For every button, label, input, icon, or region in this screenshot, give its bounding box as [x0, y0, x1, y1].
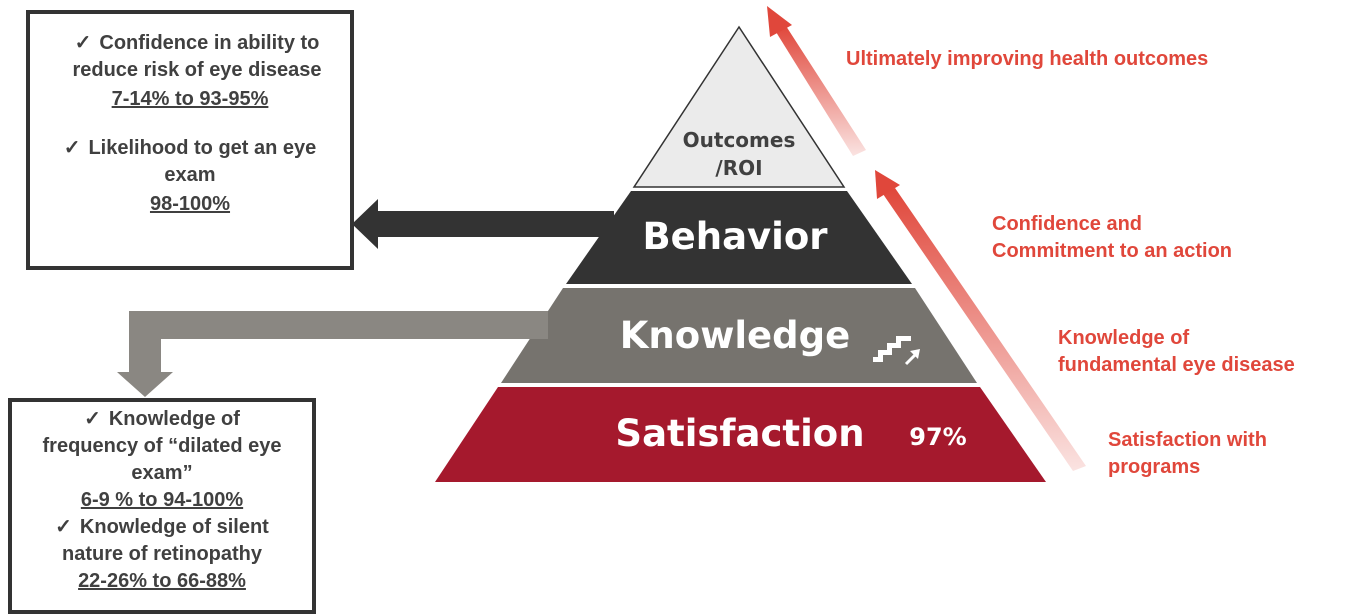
- stairs-icon: [873, 336, 920, 366]
- behavior-item-2-value: 98-100%: [149, 193, 231, 215]
- check-icon: ✓: [55, 516, 72, 538]
- behavior-results-box: ✓Confidence in ability to reduce risk of…: [26, 10, 354, 270]
- behavior-item-2: ✓Likelihood to get an eye exam: [63, 137, 317, 186]
- knowledge-results-box: ✓Knowledge of frequency of “dilated eye …: [8, 398, 316, 614]
- check-icon: ✓: [84, 408, 101, 430]
- satisfaction-label: Satisfaction: [615, 412, 865, 455]
- progress-arrow: [875, 170, 1086, 471]
- knowledge-description: Knowledge of fundamental eye disease: [1058, 327, 1295, 376]
- behavior-label: Behavior: [642, 215, 828, 258]
- check-icon: ✓: [74, 32, 92, 54]
- knowledge-item-2-value: 22-26% to 66-88%: [78, 570, 246, 592]
- knowledge-label: Knowledge: [619, 314, 851, 357]
- pyramid-knowledge-layer: [501, 288, 977, 383]
- knowledge-item-1-value: 6-9 % to 94-100%: [80, 489, 244, 511]
- behavior-arrow: [352, 199, 614, 249]
- outcomes-description: Ultimately improving health outcomes: [846, 48, 1209, 70]
- knowledge-item-2: ✓Knowledge of silent nature of retinopat…: [55, 516, 269, 565]
- pyramid-satisfaction-layer: [435, 387, 1046, 482]
- outcomes-progress-arrow: [767, 6, 866, 156]
- check-icon: ✓: [63, 137, 81, 159]
- behavior-item-1-value: 7-14% to 93-95%: [111, 88, 269, 110]
- knowledge-arrow: [117, 311, 548, 397]
- knowledge-item-1: ✓Knowledge of frequency of “dilated eye …: [42, 408, 282, 484]
- behavior-description: Confidence and Commitment to an action: [992, 213, 1233, 262]
- pyramid-outcomes-layer: [632, 25, 846, 188]
- outcomes-label: Outcomes /ROI: [682, 128, 796, 180]
- satisfaction-description: Satisfaction with programs: [1108, 429, 1267, 478]
- behavior-item-1: ✓Confidence in ability to reduce risk of…: [72, 32, 322, 81]
- satisfaction-value: 97%: [909, 423, 967, 451]
- pyramid-behavior-layer: [566, 191, 912, 284]
